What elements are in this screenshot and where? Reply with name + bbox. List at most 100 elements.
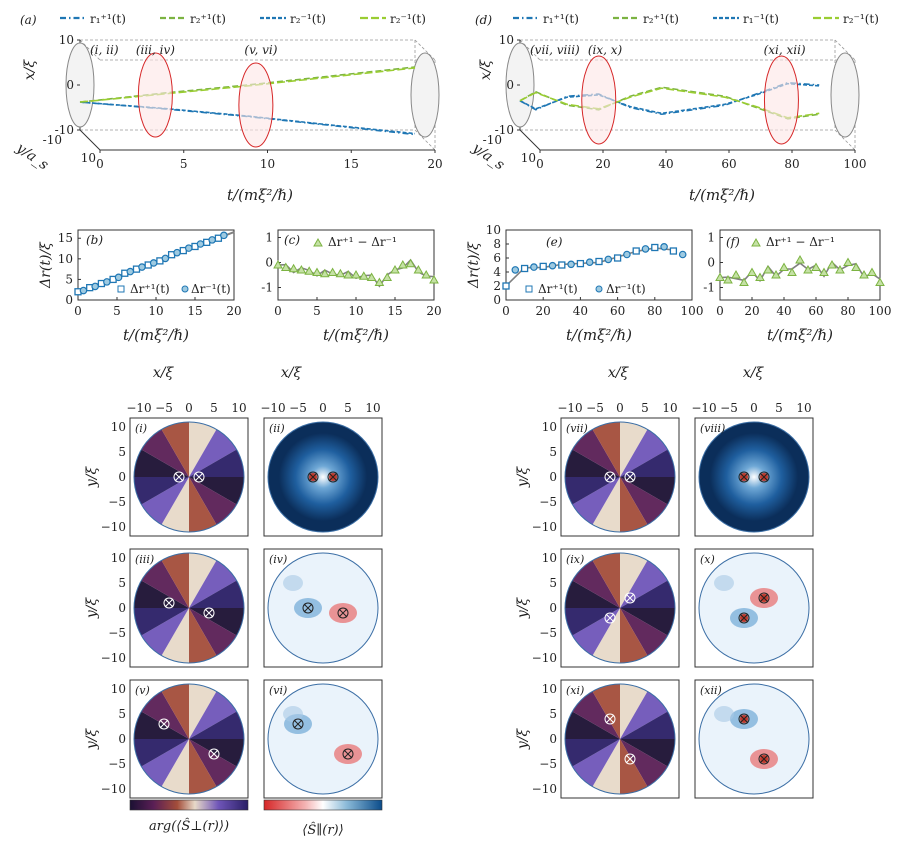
marker-tri-13 bbox=[374, 277, 385, 286]
vortex-core-ring-0 bbox=[604, 612, 616, 624]
marker-ci-2 bbox=[548, 261, 557, 270]
map-label: (iv) bbox=[269, 553, 287, 566]
marker-tri-3 bbox=[739, 277, 749, 286]
marker-tri-19 bbox=[867, 267, 877, 276]
marker-sq-5 bbox=[595, 257, 603, 266]
phase-wedge-5 bbox=[565, 739, 620, 794]
map-ytick-2-1-0: 0 bbox=[549, 601, 557, 615]
spin-base bbox=[699, 422, 809, 532]
ytick-label--10: -10 bbox=[55, 123, 74, 137]
end-disk-end bbox=[830, 52, 860, 138]
depth-label-pos: 10 bbox=[81, 151, 96, 165]
map-ytick-2-2--5: −5 bbox=[539, 757, 557, 771]
map-ytick-0-1--5: −5 bbox=[108, 626, 126, 640]
vortex-core-x-0 bbox=[739, 613, 749, 623]
spin-field bbox=[699, 684, 809, 794]
phase-wedge-3 bbox=[565, 739, 620, 794]
spin-field bbox=[268, 422, 378, 532]
map-boundary bbox=[698, 683, 810, 795]
phase-wedge-5 bbox=[565, 608, 620, 663]
xtick-label-10: 10 bbox=[260, 157, 275, 171]
colorbar-phase-label: arg(⟨Ŝ⊥(r)⟩) bbox=[149, 817, 229, 834]
map-ytick-0-1-0: 0 bbox=[118, 601, 126, 615]
vortex-core-x-1 bbox=[343, 749, 353, 759]
vortex-core-ring-0 bbox=[292, 718, 304, 730]
vortex-core-x-0 bbox=[303, 603, 313, 613]
vortex-core-ring-0 bbox=[738, 612, 750, 624]
marker-ci-3 bbox=[114, 273, 123, 282]
xtick-label-15: 15 bbox=[387, 304, 402, 318]
map-boundary bbox=[564, 552, 676, 664]
marker-sq-9 bbox=[669, 247, 678, 255]
xtick-label-40: 40 bbox=[658, 157, 673, 171]
vortex-core-ring-1 bbox=[758, 753, 770, 765]
vortex-core-ring-1 bbox=[337, 607, 349, 619]
spin-blob-aux bbox=[283, 706, 303, 722]
phase-wedge-3 bbox=[134, 608, 189, 663]
map-xtick-3--5: −5 bbox=[720, 401, 738, 415]
xtick-label-0: 0 bbox=[274, 304, 282, 318]
marker-sq-3 bbox=[558, 261, 566, 269]
map-vii: (vii) bbox=[560, 417, 680, 537]
xtick-label-20: 20 bbox=[595, 157, 610, 171]
panel-a: (a) r₁⁺¹(t)r₂⁺¹(t)r₂⁻¹(t)r₂⁻¹(t) -10010-… bbox=[12, 12, 442, 204]
vortex-core-ring-0 bbox=[163, 597, 175, 609]
marker-ci-6 bbox=[149, 259, 158, 267]
maps-x-label-right-2: x/ξ bbox=[743, 365, 765, 381]
xtick-label-5: 5 bbox=[113, 304, 121, 318]
vortex-core-ring-0 bbox=[302, 602, 314, 614]
spin-base bbox=[268, 422, 378, 532]
vortex-core-x-0 bbox=[308, 472, 318, 482]
spin-base bbox=[699, 553, 809, 663]
marker-tri-16 bbox=[843, 257, 853, 266]
axis-label-x-over-xi-a: x/ξ bbox=[22, 59, 38, 81]
vortex-core-ring-1 bbox=[758, 592, 770, 604]
phase-wedge-8 bbox=[134, 684, 189, 739]
ytick-label-15: 15 bbox=[58, 231, 73, 245]
map-boundary bbox=[133, 421, 245, 533]
marker-ci-7 bbox=[161, 254, 170, 263]
marker-sq-2 bbox=[539, 262, 547, 271]
ytick-label-0: 0 bbox=[66, 78, 74, 92]
map-boundary bbox=[267, 683, 379, 795]
marker-tri-12 bbox=[811, 262, 821, 271]
xtick-label-0: 0 bbox=[502, 304, 510, 318]
phase-wedge-8 bbox=[134, 553, 189, 608]
marker-tri-9 bbox=[343, 269, 354, 279]
vortex-core-x-1 bbox=[759, 754, 769, 764]
phase-wedge-9 bbox=[620, 684, 675, 739]
vortex-core-ring-0 bbox=[604, 713, 616, 725]
marker-tri-15 bbox=[835, 264, 845, 274]
marker-tri-7 bbox=[327, 267, 338, 276]
ellipse-ix-x bbox=[581, 55, 617, 145]
vortex-core-ring-0 bbox=[738, 713, 750, 725]
marker-tri-17 bbox=[405, 258, 416, 268]
spin-blob-aux bbox=[283, 575, 303, 591]
map-xi: (xi) bbox=[560, 679, 680, 799]
vortex-core-x-1 bbox=[204, 608, 214, 618]
vortex-core-x-1 bbox=[759, 472, 769, 482]
vortex-core-x-1 bbox=[625, 472, 635, 482]
phase-wedge-5 bbox=[565, 477, 620, 532]
phase-wedge-6 bbox=[565, 553, 620, 608]
marker-tri-4 bbox=[747, 267, 757, 276]
map-ytick-2-2-5: 5 bbox=[549, 707, 557, 721]
colorbar-spin-label: ⟨Ŝ∥(r)⟩ bbox=[302, 821, 343, 838]
colorbar-phase: arg(⟨Ŝ⊥(r)⟩) bbox=[129, 799, 249, 834]
phase-wedge-9 bbox=[189, 422, 244, 477]
map-xtick-1-10: 10 bbox=[365, 401, 380, 415]
map-ytick-2-1-5: 5 bbox=[549, 576, 557, 590]
map-ytick-2-0--10: −10 bbox=[532, 520, 557, 534]
phase-wedge-11 bbox=[189, 553, 244, 608]
marker-tri-12 bbox=[366, 272, 377, 281]
ytick-label-0: 0 bbox=[265, 256, 273, 270]
legend-a: r₁⁺¹(t)r₂⁺¹(t)r₂⁻¹(t)r₂⁻¹(t) bbox=[60, 12, 426, 26]
map-ytick-2-1--5: −5 bbox=[539, 626, 557, 640]
xtick-label-0: 0 bbox=[536, 157, 544, 171]
xtick-label-40: 40 bbox=[573, 304, 588, 318]
vortex-core-ring-1 bbox=[203, 607, 215, 619]
panel-label-e: (e) bbox=[546, 235, 563, 249]
